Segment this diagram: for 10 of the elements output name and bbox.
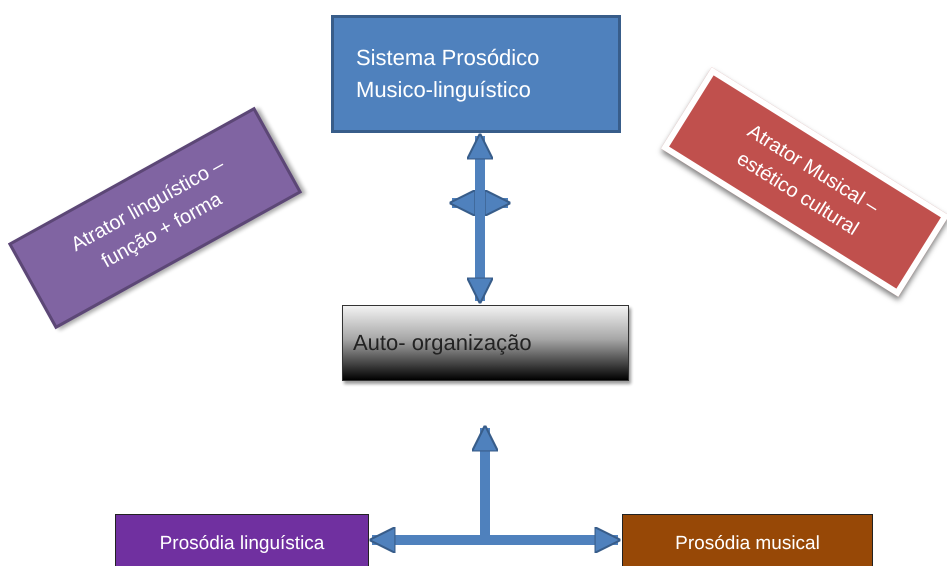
- box-label: Auto- organização: [353, 329, 532, 358]
- box-label: Sistema Prosódico Musico-linguístico: [356, 44, 540, 104]
- box-label: Prosódia linguística: [160, 532, 324, 556]
- block-arrow: [470, 424, 622, 554]
- concept-box: [331, 15, 621, 133]
- box-label: Prosódia musical: [675, 532, 820, 556]
- block-arrow: [466, 132, 494, 305]
- concept-box: [622, 514, 873, 566]
- concept-box: [115, 514, 369, 566]
- concept-box: [342, 305, 629, 381]
